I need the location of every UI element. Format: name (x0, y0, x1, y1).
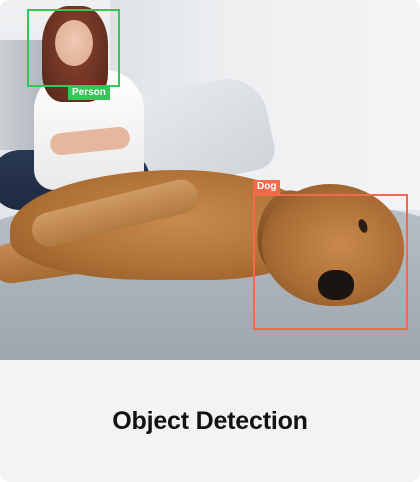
dog-nose (318, 270, 354, 300)
person-bounding-box (27, 9, 120, 87)
person-face (55, 20, 93, 66)
dog-detection-label: Dog (253, 180, 281, 194)
caption-area: Object Detection (0, 360, 420, 482)
person-detection-label: Person (68, 86, 110, 100)
dog-bounding-box (253, 194, 408, 330)
detection-photo: Person Dog (0, 0, 420, 360)
card-title: Object Detection (112, 406, 308, 435)
